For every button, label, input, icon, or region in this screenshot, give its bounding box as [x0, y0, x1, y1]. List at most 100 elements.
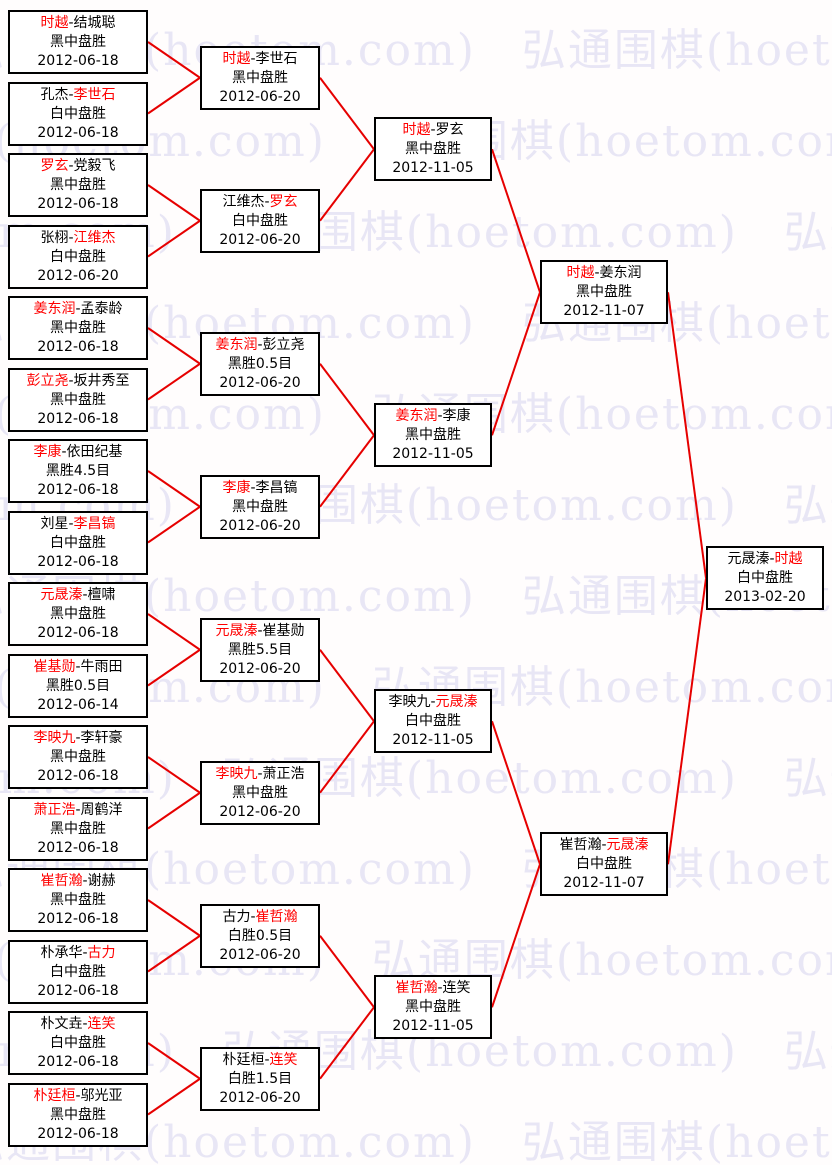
match-date: 2013-02-20	[724, 589, 806, 606]
match-result: 白胜0.5目	[227, 927, 293, 944]
match-result: 黑胜5.5目	[227, 641, 293, 658]
player-name: 连笑	[442, 980, 471, 997]
match-result: 黑中盘胜	[232, 784, 288, 801]
player-name-winner: 时越	[566, 265, 595, 282]
player-name-winner: 时越	[222, 50, 251, 67]
match-result: 白中盘胜	[576, 856, 632, 873]
connector-line	[147, 76, 201, 115]
player-separator: -	[437, 408, 443, 425]
match-players: 时越-罗玄	[376, 121, 490, 140]
player-separator: -	[68, 158, 74, 174]
match-result: 黑中盘胜	[232, 69, 288, 86]
match-result: 黑中盘胜	[232, 498, 288, 515]
match-players: 朴廷桓-连笑	[202, 1051, 318, 1070]
connector-line	[147, 1042, 201, 1080]
match-result: 白中盘胜	[405, 713, 461, 730]
match-result: 白中盘胜	[50, 534, 106, 551]
player-separator: -	[82, 873, 88, 889]
match-result: 白胜1.5目	[227, 1070, 293, 1087]
connector-line	[147, 613, 201, 651]
player-separator: -	[250, 479, 256, 496]
player-separator: -	[82, 587, 88, 603]
player-separator: -	[61, 444, 67, 460]
match-players: 萧正浩-周鹤洋	[10, 801, 146, 820]
match-players: 时越-李世石	[202, 50, 318, 69]
player-separator: -	[430, 694, 436, 711]
player-name-winner: 李映九	[33, 730, 76, 746]
player-name: 张栩	[40, 229, 69, 246]
match-players: 孔杰-李世石	[10, 86, 146, 105]
match-players: 姜东润-李康	[376, 407, 490, 426]
player-name-winner: 李映九	[215, 765, 258, 782]
match-result: 白中盘胜	[50, 1035, 106, 1051]
match-date: 2012-06-18	[37, 53, 119, 69]
player-separator: -	[264, 193, 270, 210]
connector-line	[147, 505, 201, 544]
match-result: 黑中盘胜	[50, 606, 106, 622]
player-name-winner: 崔哲瀚	[255, 908, 298, 925]
player-name: 结城聪	[73, 15, 116, 31]
connector-line	[319, 148, 375, 222]
connector-line	[491, 863, 541, 1008]
connector-line	[667, 578, 707, 865]
player-name: 牛雨田	[80, 658, 123, 675]
player-name: 彭立尧	[262, 336, 305, 353]
match-date: 2012-11-05	[392, 1018, 474, 1035]
player-name: 檀啸	[87, 587, 116, 603]
match-players: 朴文垚-连笑	[10, 1015, 146, 1034]
player-name: 朴文垚	[40, 1016, 83, 1032]
match-result: 白中盘胜	[232, 212, 288, 229]
player-separator: -	[250, 908, 256, 925]
player-name-winner: 元晟溱	[40, 587, 83, 603]
match-date: 2012-11-05	[392, 732, 474, 749]
player-name: 周鹤洋	[80, 801, 123, 818]
match-players: 崔哲瀚-元晟溱	[542, 836, 666, 855]
player-name: 谢赫	[87, 873, 116, 889]
connector-line	[147, 362, 201, 401]
player-name: 李康	[442, 408, 471, 425]
player-name: 孟泰龄	[80, 301, 123, 317]
player-separator: -	[68, 515, 74, 532]
match-result: 黑中盘胜	[50, 320, 106, 336]
player-name-winner: 李昌镐	[73, 515, 116, 532]
player-name: 江维杰	[222, 193, 265, 210]
player-name-winner: 连笑	[87, 1016, 116, 1032]
player-name: 邬光亚	[80, 1087, 123, 1104]
player-name: 罗玄	[435, 122, 464, 139]
connector-line	[147, 184, 201, 222]
player-name-winner: 姜东润	[33, 301, 76, 317]
connector-line	[667, 292, 707, 579]
player-separator: -	[594, 265, 600, 282]
